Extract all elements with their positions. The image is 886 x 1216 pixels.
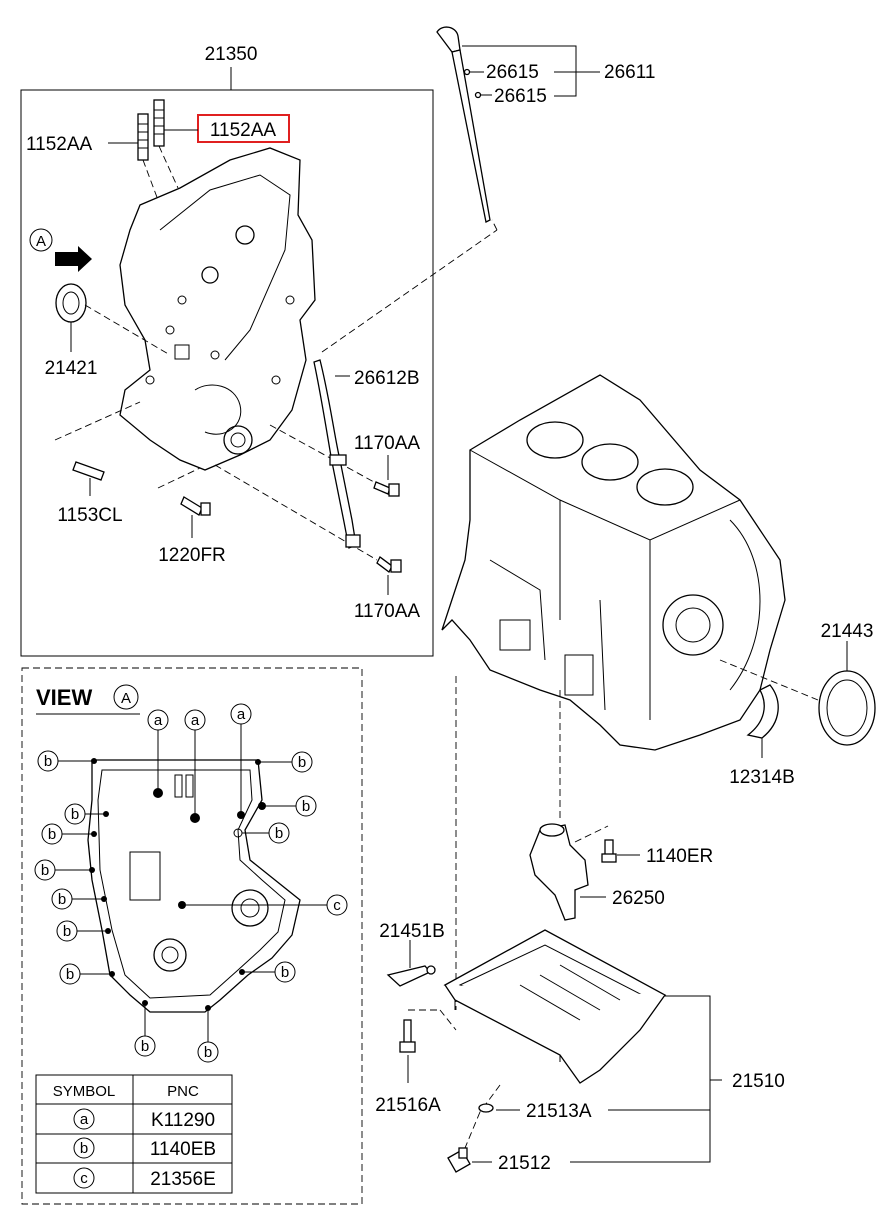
view-letter: A [121,690,131,707]
marker-b-left-6: b [56,920,111,942]
engine-block-icon [441,374,786,751]
rear-seal-case-icon [746,684,779,739]
marker-b-right-2: b [258,795,317,817]
label-21350[interactable]: 21350 [205,44,258,65]
marker-b-left-7: b [59,963,115,985]
drain-gasket-icon [478,1103,494,1113]
legend-pnc-a[interactable]: K11290 [151,1110,215,1131]
marker-b-left-2: b [64,803,109,825]
svg-text:b: b [204,1044,212,1061]
legend-symbol-b: b [80,1140,88,1157]
svg-text:b: b [71,806,79,823]
pan-bolt-icon [399,1019,416,1053]
label-26250[interactable]: 26250 [612,888,665,909]
legend-header-pnc: PNC [167,1083,199,1100]
highlight-box [197,114,290,143]
label-21451B[interactable]: 21451B [379,921,445,942]
bolt-1170AA-upper-icon [373,481,400,497]
label-21443[interactable]: 21443 [821,621,874,642]
svg-text:b: b [298,754,306,771]
label-21516A[interactable]: 21516A [375,1095,441,1116]
legend-header-symbol: SYMBOL [53,1083,116,1100]
label-21513A[interactable]: 21513A [526,1101,592,1122]
label-26615-bottom[interactable]: 26615 [494,86,547,107]
marker-b-bottom-1: b [134,1000,156,1057]
view-a-cover-icon [87,759,301,1013]
svg-text:b: b [141,1038,149,1055]
bolt-1220FR-icon [180,496,211,516]
marker-b-right-3: b [233,822,290,844]
rear-seal-icon [818,670,876,746]
marker-b-left-3: b [41,823,97,845]
label-21512[interactable]: 21512 [498,1153,551,1174]
label-1170AA-lower[interactable]: 1170AA [354,601,421,622]
label-1153CL[interactable]: 1153CL [57,505,122,526]
stud-1153CL-icon [72,461,105,481]
legend-symbol-c: c [80,1170,88,1187]
svg-text:a: a [191,712,200,729]
oil-strainer-icon [529,823,589,921]
front-seal-icon [55,283,87,323]
svg-text:c: c [333,897,341,914]
label-26612B[interactable]: 26612B [354,368,420,389]
svg-text:b: b [63,923,71,940]
legend-pnc-b[interactable]: 1140EB [150,1139,216,1160]
view-a-box [21,667,363,1205]
drain-plug-icon [447,1147,471,1173]
dipstick-icon [436,26,491,223]
label-1220FR[interactable]: 1220FR [158,545,226,566]
svg-text:b: b [275,825,283,842]
marker-b-left-1: b [37,750,97,772]
label-1170AA-upper[interactable]: 1170AA [354,433,421,454]
view-letter-circle [113,684,139,710]
legend-pnc-c[interactable]: 21356E [150,1169,216,1190]
svg-text:b: b [302,798,310,815]
label-26611[interactable]: 26611 [604,62,655,83]
svg-text:b: b [44,753,52,770]
marker-b-left-5: b [51,888,107,910]
label-1152AA-highlight[interactable]: 1152AA [210,120,277,141]
label-1152AA-left[interactable]: 1152AA [26,134,93,155]
marker-a-2: a [184,709,206,823]
marker-a-1: a [147,709,169,798]
svg-text:a: a [154,712,163,729]
dipstick-tube-icon [313,359,361,549]
svg-text:b: b [41,862,49,879]
stud-icon [137,99,165,161]
svg-text:b: b [48,826,56,843]
marker-c: c [178,894,348,916]
label-21421[interactable]: 21421 [45,358,98,379]
bolt-1140ER-icon [601,839,617,863]
marker-b-bottom-2: b [197,1005,219,1063]
view-title: VIEW [36,685,92,710]
marker-b-right-1: b [255,751,313,773]
view-arrow-icon: A [29,228,92,272]
label-21510[interactable]: 21510 [732,1071,785,1092]
marker-b-left-4: b [34,859,95,881]
timing-cover-icon [119,147,316,471]
oil-pan-icon [443,929,667,1084]
marker-a-3: a [230,703,252,819]
cover-assembly-box [20,89,434,657]
bolt-1170AA-lower-icon [376,556,402,573]
marker-b-right-4: b [239,961,296,983]
label-26615-top[interactable]: 26615 [486,62,539,83]
label-1140ER[interactable]: 1140ER [646,846,713,867]
legend-symbol-a: a [80,1111,89,1128]
gasket-clip-icon [386,965,436,987]
label-12314B[interactable]: 12314B [729,767,795,788]
svg-text:b: b [58,891,66,908]
svg-text:a: a [237,706,246,723]
svg-text:A: A [36,233,46,250]
svg-text:b: b [66,966,74,983]
legend-table: SYMBOL PNC a K11290 b 1140EB c 21356E [35,1074,233,1194]
svg-text:b: b [281,964,289,981]
